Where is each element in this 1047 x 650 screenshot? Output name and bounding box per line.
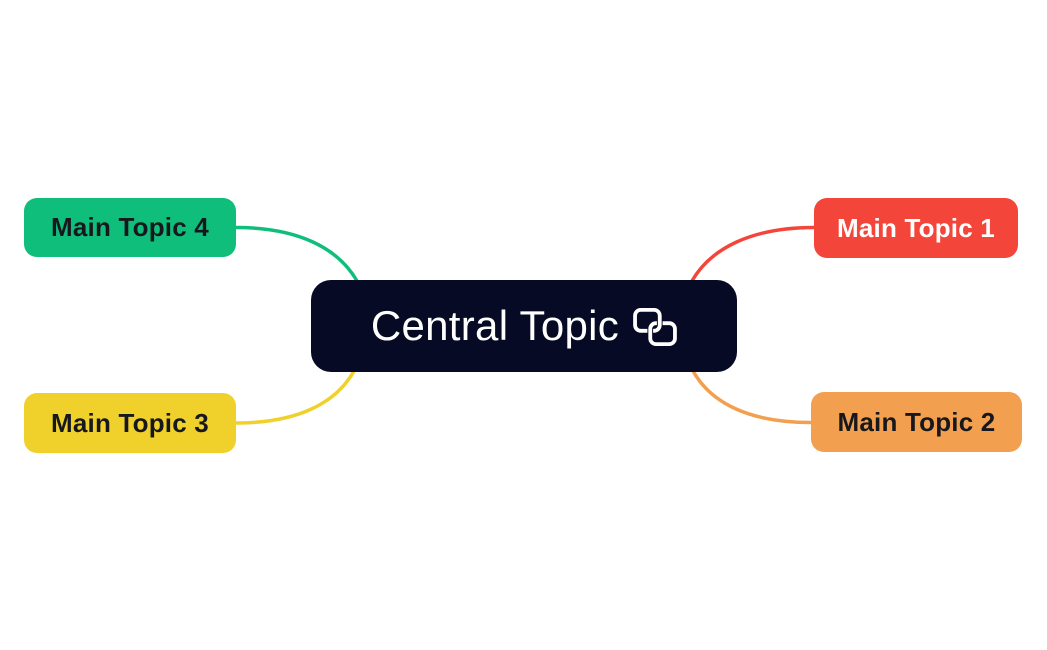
central-topic-label: Central Topic <box>370 302 620 349</box>
main-topic-2-label: Main Topic 2 <box>837 406 996 437</box>
main-topic-1-label: Main Topic 1 <box>837 212 995 243</box>
link-icon-front-ring <box>648 321 677 346</box>
main-topic-4-node[interactable]: Main Topic 4 <box>24 198 236 257</box>
main-topic-3-node[interactable]: Main Topic 3 <box>24 393 236 453</box>
connector-main-topic-4 <box>234 225 359 283</box>
central-topic-node[interactable]: Central Topic <box>311 280 737 372</box>
connector-main-topic-2 <box>691 369 813 425</box>
connector-main-topic-3 <box>234 369 356 425</box>
connector-main-topic-1 <box>690 225 816 283</box>
link-icon-back-ring <box>633 308 662 333</box>
main-topic-1-node[interactable]: Main Topic 1 <box>814 198 1018 258</box>
main-topic-2-node[interactable]: Main Topic 2 <box>811 392 1022 452</box>
link-icon[interactable] <box>633 308 677 346</box>
main-topic-3-label: Main Topic 3 <box>51 407 209 438</box>
main-topic-4-label: Main Topic 4 <box>51 212 209 242</box>
